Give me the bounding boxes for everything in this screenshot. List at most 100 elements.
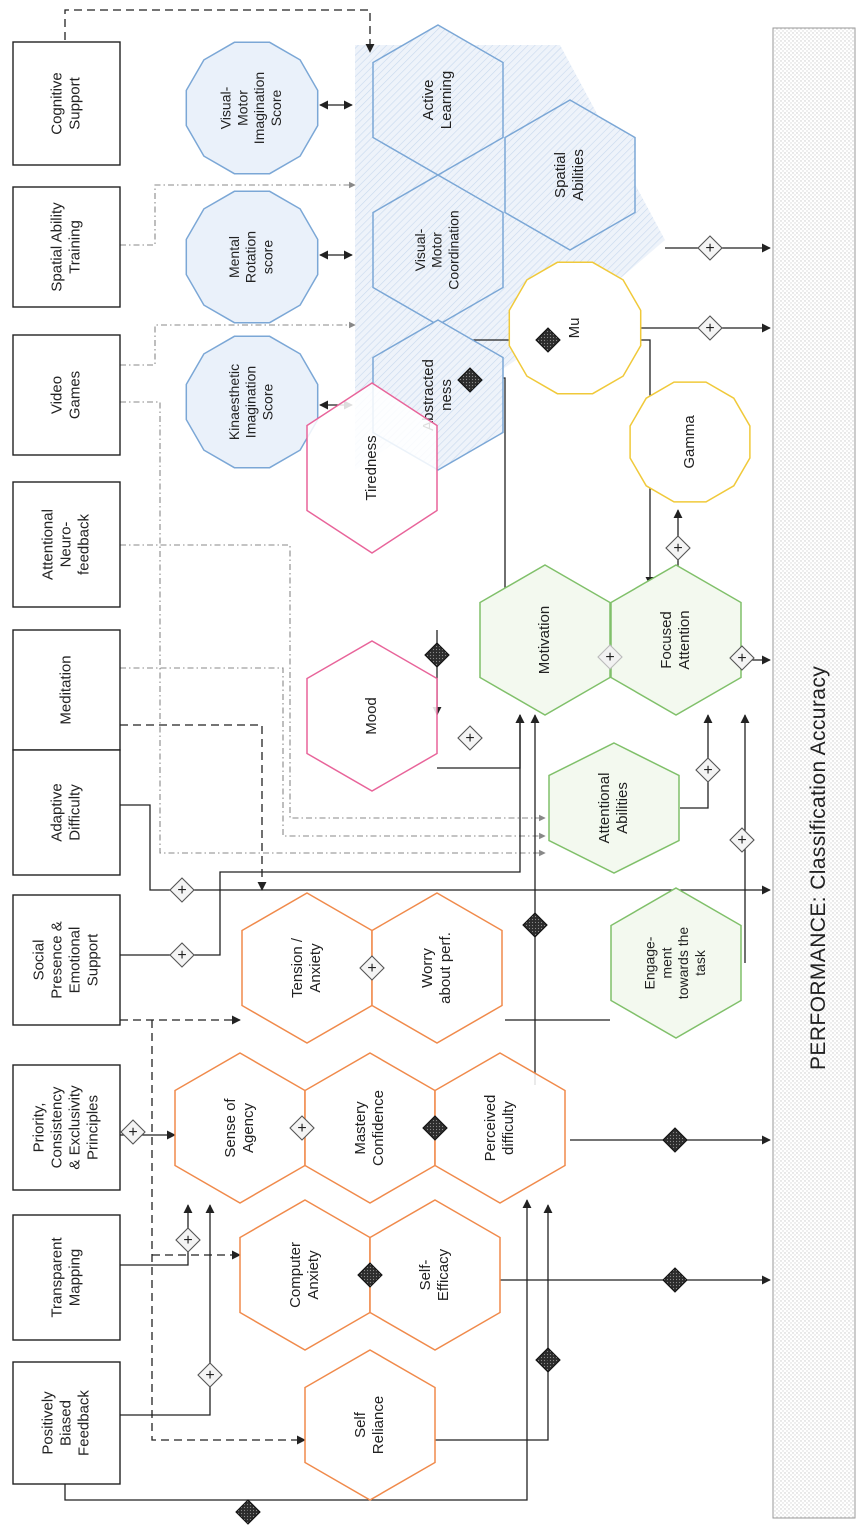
positive-sign: + bbox=[177, 947, 186, 964]
score-label-kinaesthetic-imagination-line: Kinaesthetic bbox=[226, 364, 242, 440]
factor-label-self-reliance-line: Self bbox=[352, 1411, 369, 1438]
source-label-priority-principles-line: & Exclusivity bbox=[66, 1085, 83, 1170]
source-label-transparent-mapping-line: Transparent bbox=[48, 1237, 65, 1318]
score-label-mental-rotation-line: Rotation bbox=[243, 231, 259, 283]
factor-label-tension-anxiety-line: Anxiety bbox=[307, 943, 324, 993]
factor-label-gamma-line: Gamma bbox=[681, 415, 698, 469]
factor-shape-mood bbox=[306, 640, 438, 792]
source-label-attentional-neurofeedback-line: feedback bbox=[75, 514, 92, 575]
source-label-spatial-ability-training-line: Training bbox=[66, 220, 83, 274]
source-label-social-presence-line: Social bbox=[30, 940, 47, 981]
factor-label-visual-motor-coordination-line: Coordination bbox=[446, 210, 462, 289]
negative-sign: - bbox=[428, 653, 443, 657]
score-label-kinaesthetic-imagination-line: Score bbox=[260, 384, 276, 421]
factor-label-mu-line: Mu bbox=[566, 318, 583, 339]
factor-shape-motivation bbox=[479, 564, 611, 716]
source-label-cognitive-support-line: Support bbox=[66, 76, 83, 129]
positive-sign-diamond bbox=[665, 535, 691, 561]
score-shape-kinaesthetic-imagination bbox=[185, 335, 319, 469]
negative-sign-diamond bbox=[457, 367, 483, 393]
score-label-mental-rotation-line: Mental bbox=[226, 236, 242, 278]
negative-sign-diamond bbox=[535, 1347, 561, 1373]
factor-label-visual-motor-coordination-line: Motor bbox=[429, 232, 445, 268]
performance-label: PERFORMANCE: Classification Accuracy bbox=[807, 666, 830, 1070]
negative-sign: - bbox=[461, 378, 476, 382]
factor-label-motivation: Motivation bbox=[536, 606, 553, 674]
positive-sign-diamond bbox=[697, 235, 723, 261]
positive-sign: + bbox=[183, 1232, 192, 1249]
source-label-meditation: Meditation bbox=[57, 655, 74, 724]
score-label-kinaesthetic-imagination-line: Imagination bbox=[243, 366, 259, 438]
negative-sign-diamond bbox=[422, 1115, 448, 1141]
source-label-biased-feedback-line: Feedback bbox=[75, 1390, 92, 1456]
positive-sign-diamond bbox=[697, 315, 723, 341]
factor-label-mood-line: Mood bbox=[363, 697, 380, 735]
performance-bar: PERFORMANCE: Classification Accuracy bbox=[772, 27, 856, 1519]
source-label-meditation-line: Meditation bbox=[57, 655, 74, 724]
factor-shape-self-efficacy bbox=[369, 1199, 501, 1351]
factor-label-sense-of-agency-line: Agency bbox=[240, 1102, 257, 1153]
factor-shape-self-reliance bbox=[304, 1349, 436, 1501]
factor-shape-focused-attention bbox=[610, 564, 742, 716]
positive-sign: + bbox=[705, 240, 714, 257]
factor-label-self-efficacy-line: Efficacy bbox=[435, 1248, 452, 1301]
factor-label-tiredness: Tiredness bbox=[363, 435, 380, 500]
negative-sign: - bbox=[539, 338, 554, 342]
factor-shape-attentional-abilities bbox=[548, 742, 680, 874]
source-box-cognitive-support bbox=[12, 41, 121, 166]
factor-label-engagement-line: ment bbox=[658, 947, 674, 978]
factor-label-computer-anxiety-line: Anxiety bbox=[305, 1250, 322, 1300]
source-label-video-games-line: Games bbox=[66, 371, 83, 419]
source-label-attentional-neurofeedback-line: Neuro- bbox=[57, 522, 74, 568]
factor-label-spatial-abilities-line: Abilities bbox=[570, 149, 587, 201]
factor-label-visual-motor-coordination-line: Visual- bbox=[412, 228, 428, 271]
source-label-biased-feedback-line: Positively bbox=[39, 1391, 56, 1455]
negative-sign: - bbox=[361, 1273, 376, 1277]
factor-shape-engagement bbox=[610, 887, 742, 1039]
factor-label-tiredness-line: Tiredness bbox=[363, 435, 380, 500]
source-label-priority-principles-line: Consistency bbox=[48, 1086, 65, 1168]
source-box-adaptive-difficulty bbox=[12, 749, 121, 876]
source-label-priority-principles-line: Principles bbox=[84, 1095, 101, 1160]
factor-label-mastery-confidence-line: Mastery bbox=[352, 1101, 369, 1155]
negative-sign: - bbox=[239, 1510, 254, 1514]
score-label-mental-rotation-line: score bbox=[260, 240, 276, 274]
factor-label-perceived-difficulty-line: difficulty bbox=[500, 1101, 517, 1155]
positive-sign: + bbox=[177, 882, 186, 899]
factor-shape-gamma bbox=[629, 381, 751, 503]
negative-sign-diamond bbox=[662, 1267, 688, 1293]
factor-label-abstractedness-line: ness bbox=[438, 379, 455, 411]
factor-label-gamma: Gamma bbox=[681, 415, 698, 469]
source-box-video-games bbox=[12, 334, 121, 456]
score-label-visual-motor-imagination-line: Score bbox=[268, 90, 284, 127]
positive-sign: + bbox=[705, 320, 714, 337]
factor-label-spatial-abilities-line: Spatial bbox=[552, 152, 569, 198]
positive-sign-diamond bbox=[457, 725, 483, 751]
factor-shape-perceived-difficulty bbox=[434, 1052, 566, 1204]
factor-shape-tiredness bbox=[306, 382, 438, 554]
source-label-priority-principles-line: Priority, bbox=[30, 1103, 47, 1153]
score-label-visual-motor-imagination-line: Imagination bbox=[251, 72, 267, 144]
score-shape-visual-motor-imagination bbox=[185, 41, 319, 175]
source-label-video-games-line: Video bbox=[48, 376, 65, 414]
negative-sign-diamond bbox=[424, 642, 450, 668]
factor-label-focused-attention-line: Attention bbox=[676, 610, 693, 669]
negative-sign: - bbox=[539, 1358, 554, 1362]
